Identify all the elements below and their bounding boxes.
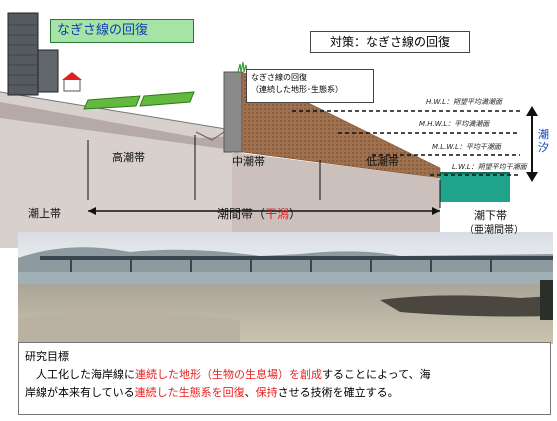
obj-l2-a: 岸線が本来有している: [25, 386, 135, 399]
lwl-abbr: L.W.L: [452, 163, 471, 171]
mhwl-abbr: M.H.W.L: [419, 120, 448, 128]
tide-label: 潮汐: [538, 128, 549, 154]
water-surface: [440, 172, 510, 174]
intertidal-label: 潮間帯（干潟）: [217, 205, 301, 222]
tidal-flat-highlight: 干潟: [265, 207, 290, 221]
mhwl-desc: ：平均満潮面: [447, 120, 490, 128]
zone-subtidal-sub: （亜潮間帯）: [464, 225, 524, 236]
lwl-desc: ：朔望平均干潮面: [470, 163, 527, 171]
photo-rocks: [380, 295, 553, 317]
land-surface: [0, 91, 233, 131]
objective-line-2: 岸線が本来有している連続した生態系を回復、保持させる技術を確立する。: [25, 384, 399, 400]
grass: [237, 61, 248, 73]
zone-upper-tidal: 高潮帯: [112, 151, 145, 164]
mlwl-desc: ：平均干潮面: [458, 143, 501, 151]
hwl-desc: ：朔望平均満潮面: [445, 98, 502, 106]
callout-line2: （連続した地形･生態系）: [251, 85, 343, 94]
zone-lower-tidal: 低潮帯: [366, 155, 399, 168]
photo-right-edge: [540, 280, 553, 320]
land-body: [0, 92, 232, 248]
intertidal-suffix: ）: [289, 207, 302, 221]
callout-line1: なぎさ線の回復: [251, 73, 307, 82]
research-objective-box: 研究目標 人工化した海岸線に連続した地形（生物の生息場）を創成することによって、…: [18, 342, 551, 415]
obj-l2-red2: 保持: [255, 386, 278, 399]
mlwl-abbr: M.L.W.L: [432, 143, 459, 151]
obj-l2-red1: 連続した生態系を回復: [134, 386, 245, 399]
callout-box: なぎさ線の回復 （連続した地形･生態系）: [246, 69, 374, 103]
obj-l1-red: 連続した地形（生物の生息場）を創成: [135, 368, 322, 381]
intertidal-prefix: 潮間帯（: [217, 207, 266, 221]
obj-l1-a: 人工化した海岸線に: [25, 368, 135, 381]
tide-level-mhwl: M.H.W.L：平均満潮面: [419, 119, 489, 129]
obj-l2-c: させる技術を確立する。: [277, 386, 399, 399]
zone-middle-tidal: 中潮帯: [232, 155, 265, 168]
seawall: [223, 71, 243, 153]
photo-bridge: [40, 256, 553, 260]
hwl-abbr: H.W.L: [426, 98, 446, 106]
field-2: [139, 91, 195, 107]
tide-level-lwl: L.W.L：朔望平均干潮面: [452, 162, 527, 172]
objective-line-1: 人工化した海岸線に連続した地形（生物の生息場）を創成することによって、海: [25, 366, 431, 382]
building-short: [37, 49, 59, 93]
tide-level-mlwl: M.L.W.L：平均干潮面: [432, 142, 501, 152]
zone-subtidal: 潮下帯: [474, 209, 507, 222]
tide-level-hwl: H.W.L：朔望平均満潮面: [426, 97, 502, 107]
obj-l2-b: 、: [244, 386, 256, 399]
building-tall: [7, 12, 39, 96]
title-box: なぎさ線の回復: [50, 19, 194, 43]
ground-slope: [0, 102, 232, 150]
field-1: [83, 95, 141, 110]
photo-water: [18, 272, 553, 284]
dip: [195, 131, 225, 141]
zone-supratidal: 潮上帯: [28, 207, 61, 220]
obj-l1-b: することによって、海: [322, 368, 431, 381]
seabed: [232, 152, 440, 248]
house-roof: [62, 72, 82, 80]
objective-heading: 研究目標: [25, 350, 69, 363]
water-subtidal: [440, 174, 510, 202]
countermeasure-label: 対策：なぎさ線の回復: [310, 31, 470, 53]
house: [63, 78, 81, 92]
